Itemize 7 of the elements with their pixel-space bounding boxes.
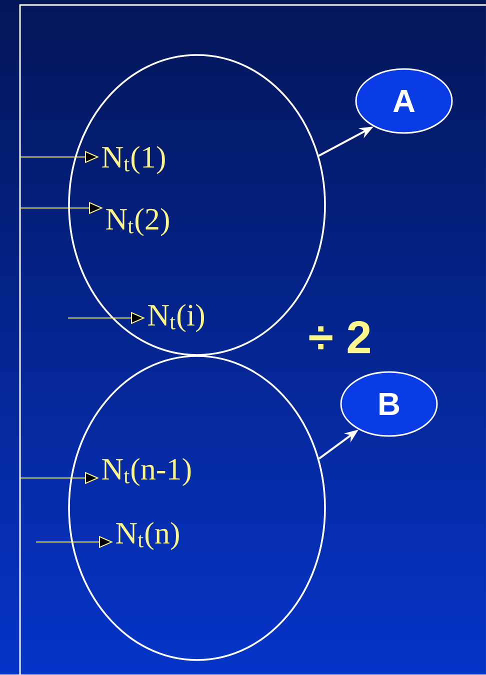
- divisor-label: ÷ 2: [309, 320, 370, 354]
- group-ellipse: [68, 355, 326, 661]
- variable-label: N$_{t}$(1): [102, 146, 165, 174]
- variable-label: N$_{t}$(2): [106, 208, 169, 236]
- variable-label: N$_{t}$(n-1): [102, 458, 191, 486]
- variable-label: N$_{t}$(i): [148, 304, 204, 332]
- variable-label: N$_{t}$(n): [116, 522, 179, 550]
